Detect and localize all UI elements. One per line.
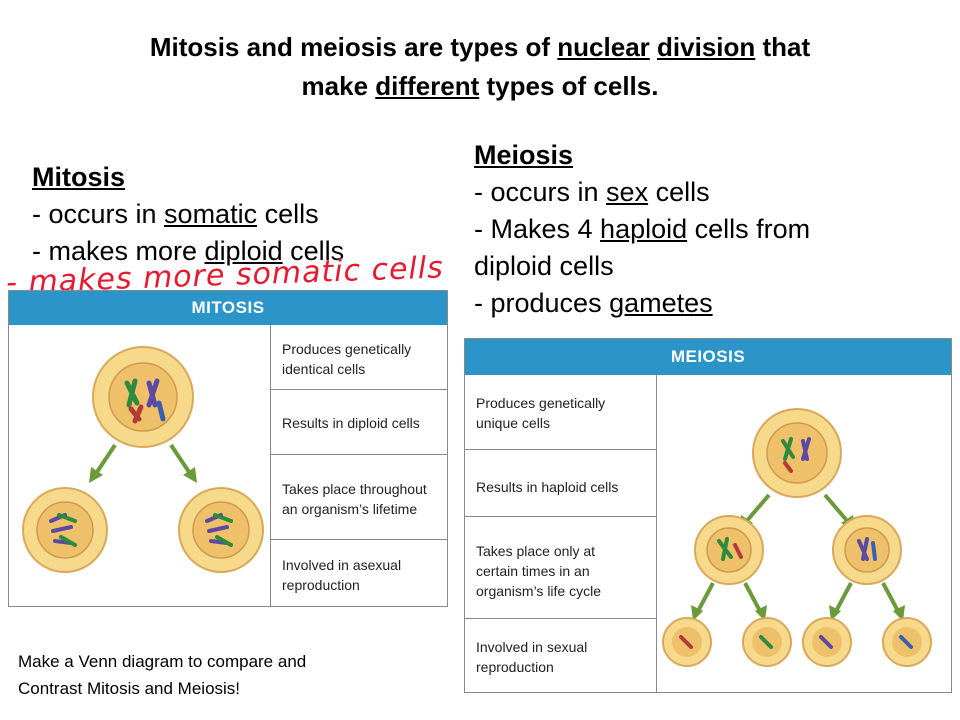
mitosis-parent-cell <box>92 346 194 448</box>
meiosis-row-2-l1: Results in haploid cells <box>476 479 619 495</box>
meiosis-row-4-l2: reproduction <box>476 659 554 675</box>
meiosis-gamete-2 <box>742 617 792 667</box>
meiosis-heading: Meiosis <box>474 140 574 170</box>
mitosis-line-1-post: cells <box>257 199 319 229</box>
meiosis-gamete-3 <box>802 617 852 667</box>
meiosis-gametes: gametes <box>609 288 713 318</box>
meiosis-row-4-l1: Involved in sexual <box>476 639 588 655</box>
mitosis-table: MITOSIS Produces genetically identical c… <box>8 290 448 607</box>
instruction-line-2: Contrast Mitosis and Meiosis! <box>18 679 241 698</box>
meiosis-gamete-1 <box>662 617 712 667</box>
mitosis-row-4-l1: Involved in asexual <box>282 557 402 573</box>
mitosis-arrow-left <box>93 443 117 477</box>
meiosis-line-1-post: cells <box>648 177 710 207</box>
mitosis-row-3: Takes place throughout an organism’s lif… <box>282 479 427 519</box>
meiosis-divider <box>656 375 657 692</box>
meiosis-row-1-l1: Produces genetically <box>476 395 606 411</box>
meiosis-row-4: Involved in sexual reproduction <box>476 637 587 677</box>
meiosis-row-1-l2: unique cells <box>476 415 550 431</box>
meiosis-line-1-pre: - occurs in <box>474 177 607 207</box>
mitosis-line-2-post: cells <box>282 236 345 266</box>
mitosis-row-4-l2: reproduction <box>282 577 360 593</box>
meiosis-row-sep-2 <box>465 516 656 517</box>
mitosis-row-1-l2: identical cells <box>282 361 366 377</box>
mitosis-row-4: Involved in asexual reproduction <box>282 555 401 595</box>
mitosis-row-sep-1 <box>270 389 447 390</box>
venn-diagram-instruction: Make a Venn diagram to compare and Contr… <box>18 648 306 702</box>
mitosis-row-1: Produces genetically identical cells <box>282 339 411 379</box>
meiosis-table: MEIOSIS Produces genetically unique cell… <box>464 338 952 693</box>
mitosis-divider <box>270 325 271 606</box>
meiosis-cell-diagram <box>662 408 932 667</box>
meiosis-line-3: diploid cells <box>474 251 614 281</box>
mitosis-row-3-l2: an organism’s lifetime <box>282 501 418 517</box>
meiosis-line-2-post: cells from <box>687 214 811 244</box>
meiosis-line-2-pre: - Makes 4 <box>474 214 601 244</box>
mitosis-row-sep-3 <box>270 539 447 540</box>
meiosis-cell-right <box>832 515 902 585</box>
title-that: that <box>755 32 811 62</box>
instruction-line-1: Make a Venn diagram to compare and <box>18 652 307 671</box>
meiosis-summary: Meiosis - occurs in sex cells - Makes 4 … <box>474 137 944 322</box>
mitosis-somatic: somatic <box>164 199 258 229</box>
meiosis-gamete-4 <box>882 617 932 667</box>
mitosis-line-2-pre: - makes more <box>32 236 205 266</box>
mitosis-line-2: - makes more diploid cells <box>32 233 344 270</box>
meiosis-row-1: Produces genetically unique cells <box>476 393 605 433</box>
mitosis-arrow-right <box>169 443 193 477</box>
mitosis-diploid: diploid <box>204 236 283 266</box>
mitosis-daughter-cell-1 <box>22 487 108 573</box>
mitosis-row-sep-2 <box>270 454 447 455</box>
meiosis-row-2: Results in haploid cells <box>476 477 618 497</box>
mitosis-table-header: MITOSIS <box>9 291 447 325</box>
meiosis-table-header: MEIOSIS <box>465 339 951 375</box>
title-make: make <box>301 71 376 101</box>
mitosis-line-1: - occurs in somatic cells <box>32 196 344 233</box>
meiosis-row-3-l1: Takes place only at <box>476 543 596 559</box>
mitosis-cell-diagram <box>22 346 264 573</box>
title-space <box>650 32 657 62</box>
slide-title: Mitosis and meiosis are types of nuclear… <box>40 28 920 106</box>
meiosis-line-4-pre: - produces <box>474 288 610 318</box>
mitosis-line-1-pre: - occurs in <box>32 199 165 229</box>
title-different: different <box>375 71 480 101</box>
meiosis-row-3-l2: certain times in an <box>476 563 590 579</box>
mitosis-summary: Mitosis - occurs in somatic cells - make… <box>32 159 344 270</box>
meiosis-cell-left <box>694 515 764 585</box>
meiosis-sex: sex <box>606 177 649 207</box>
meiosis-row-sep-3 <box>465 618 656 619</box>
meiosis-row-3-l3: organism’s life cycle <box>476 583 602 599</box>
meiosis-line-4: - produces gametes <box>474 285 944 322</box>
title-nuclear: nuclear <box>557 32 650 62</box>
meiosis-row-3: Takes place only at certain times in an … <box>476 541 601 601</box>
mitosis-row-2: Results in diploid cells <box>282 413 420 433</box>
mitosis-heading: Mitosis <box>32 162 126 192</box>
meiosis-line-2: - Makes 4 haploid cells from <box>474 211 944 248</box>
mitosis-daughter-cell-2 <box>178 487 264 573</box>
meiosis-line-1: - occurs in sex cells <box>474 174 944 211</box>
meiosis-parent-cell <box>752 408 842 498</box>
mitosis-row-3-l1: Takes place throughout <box>282 481 427 497</box>
title-text: Mitosis and meiosis are types of <box>149 32 558 62</box>
mitosis-row-2-l1: Results in diploid cells <box>282 415 420 431</box>
meiosis-row-sep-1 <box>465 449 656 450</box>
meiosis-haploid: haploid <box>600 214 688 244</box>
title-end: types of cells. <box>479 71 659 101</box>
title-division: division <box>657 32 756 62</box>
mitosis-row-1-l1: Produces genetically <box>282 341 412 357</box>
